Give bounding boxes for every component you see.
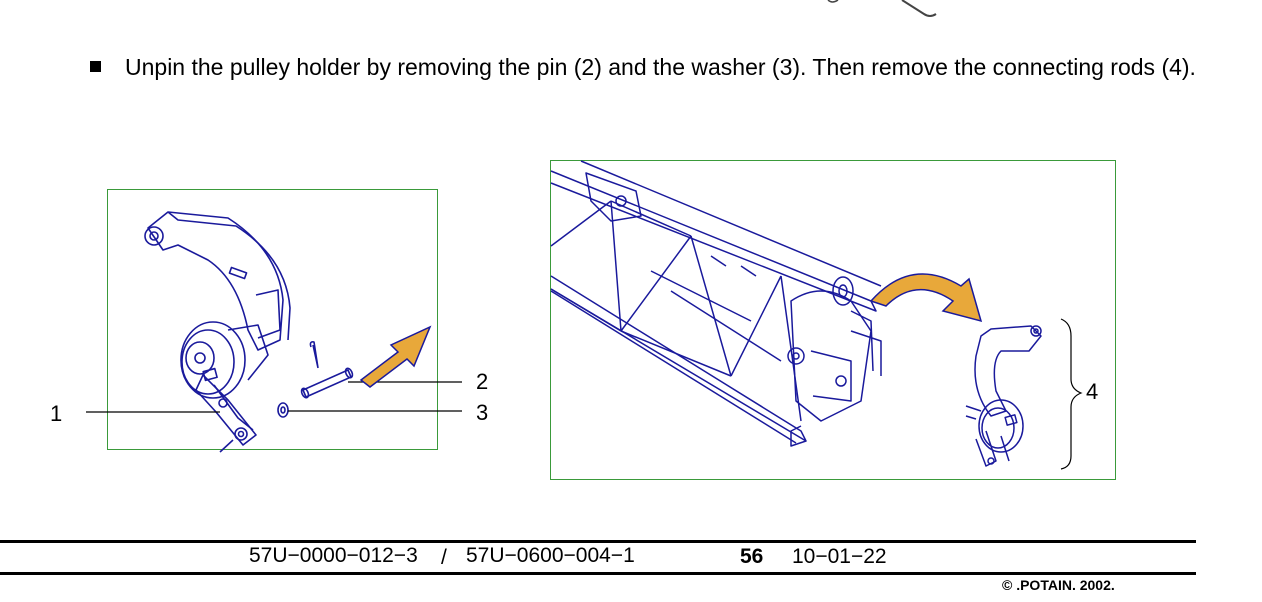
top-illustration-fragment [827, 0, 937, 17]
figure-pulley-holder [86, 189, 462, 453]
footer-rule-bottom [0, 572, 1196, 575]
removal-arrow-icon [359, 325, 432, 388]
revision-date: 10−01−22 [792, 545, 887, 568]
callout-1: 1 [50, 401, 63, 426]
figure-jib-removal [550, 160, 1116, 480]
copyright-notice: © .POTAIN. 2002. [1002, 577, 1115, 593]
instruction-text: Unpin the pulley holder by removing the … [125, 54, 1196, 80]
bullet-square-icon [90, 61, 101, 72]
page-number: 56 [740, 545, 764, 568]
footer-rule-top [0, 540, 1196, 543]
pulley-holder-drawing [86, 211, 462, 453]
transfer-arrow-icon [869, 273, 983, 323]
doc-reference-2: 57U−0600−004−1 [466, 544, 635, 567]
callout-2: 2 [476, 369, 489, 394]
callout-3: 3 [476, 400, 489, 425]
doc-reference-1: 57U−0000−012−3 [249, 544, 418, 567]
callout-4: 4 [1086, 379, 1099, 404]
jib-section-drawing [550, 160, 1083, 470]
doc-reference-separator: / [441, 546, 447, 569]
grouping-brace [1060, 318, 1083, 470]
